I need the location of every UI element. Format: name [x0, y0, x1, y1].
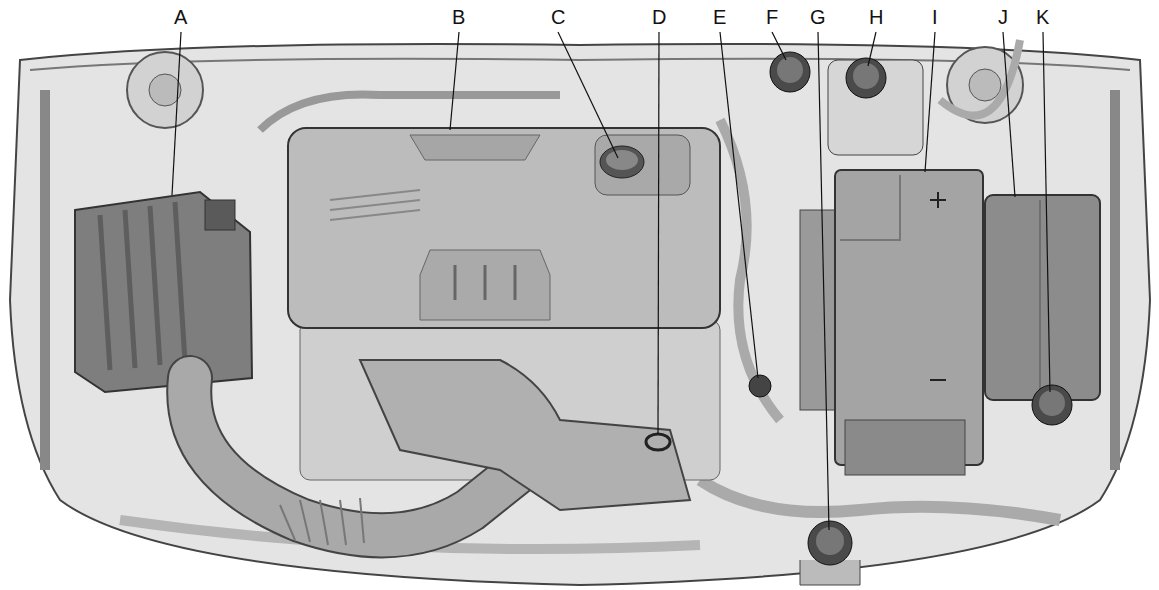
callout-letter: A [174, 6, 187, 28]
callout-letter: B [452, 6, 465, 28]
callout-letter: F [766, 6, 778, 28]
callout-letter: H [869, 6, 883, 28]
callout-letter: D [652, 6, 666, 28]
callout-letter: G [810, 6, 826, 28]
callout-letter: K [1036, 6, 1049, 28]
callout-letter: C [551, 6, 565, 28]
callout-letter: E [713, 6, 726, 28]
callout-letter: I [932, 6, 938, 28]
callout-letter: J [998, 6, 1008, 28]
